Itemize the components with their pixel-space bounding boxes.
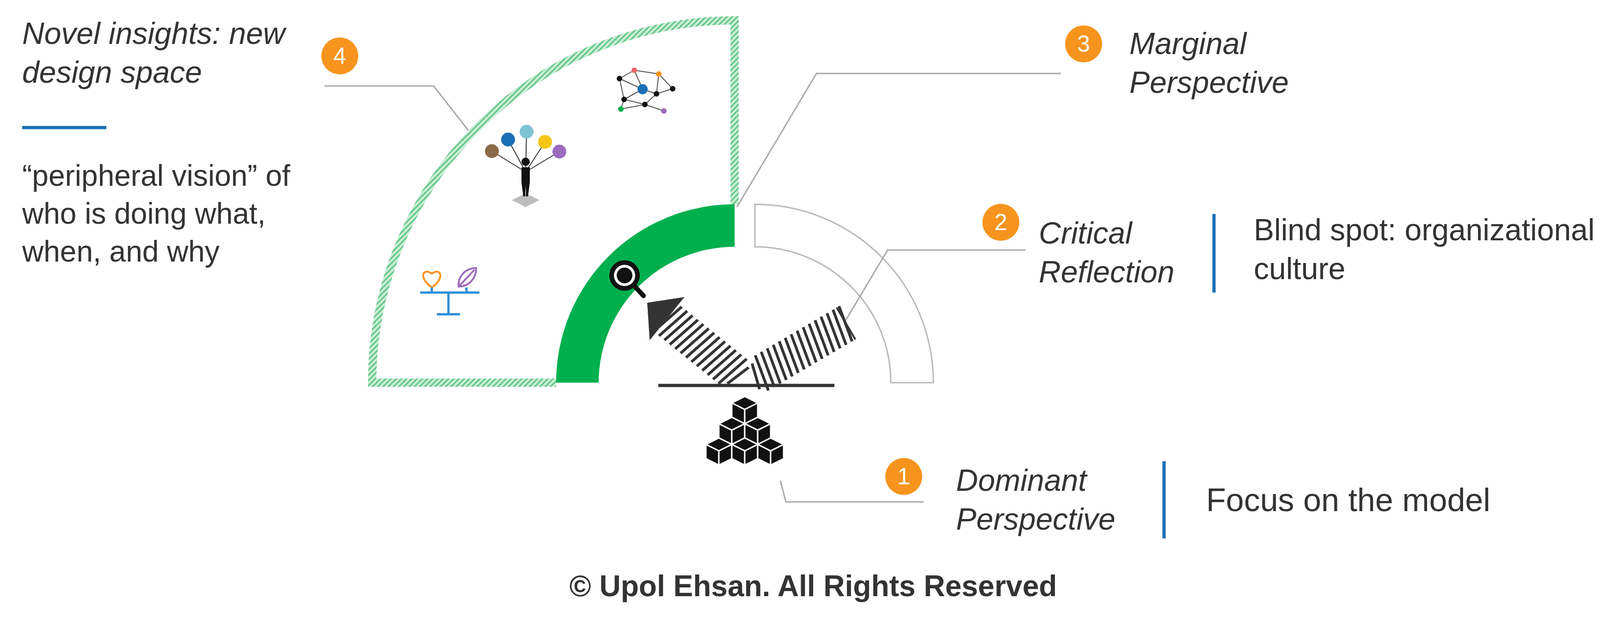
magnifier-icon (609, 260, 644, 296)
callout-number: 2 (982, 203, 1020, 241)
reflection-arrow-left (629, 281, 758, 400)
network-icon (616, 67, 676, 114)
perspective-label: Critical Reflection (1038, 213, 1196, 292)
perspective-label: Dominant Perspective (956, 460, 1151, 540)
blue-rule (1212, 214, 1216, 293)
leader-line (324, 85, 469, 131)
base-line (658, 384, 835, 388)
blue-rule (1162, 461, 1166, 539)
blind-spot-note: Blind spot: organizational culture (1253, 210, 1595, 289)
balance-icon (420, 268, 480, 315)
leader-line (736, 73, 1061, 208)
marginal-band (556, 204, 735, 383)
blue-rule (22, 126, 107, 130)
leader-line (845, 250, 1026, 320)
copyright-notice: © Upol Ehsan. All Rights Reserved (489, 567, 1137, 606)
callout-number: 4 (321, 37, 359, 75)
insight-note: “peripheral vision” of who is doing what… (22, 157, 342, 271)
cube-pyramid (705, 396, 784, 466)
insight-heading: Novel insights: new design space (22, 13, 309, 92)
perspective-label: Marginal Perspective (1129, 24, 1389, 103)
reflection-arrow-right (743, 306, 859, 395)
person-balloons-icon (484, 124, 567, 208)
callout-number: 1 (885, 458, 923, 496)
callout-number: 3 (1065, 25, 1103, 63)
design-space-border (372, 20, 735, 383)
empty-band (754, 204, 934, 383)
focus-note: Focus on the model (1206, 479, 1576, 522)
